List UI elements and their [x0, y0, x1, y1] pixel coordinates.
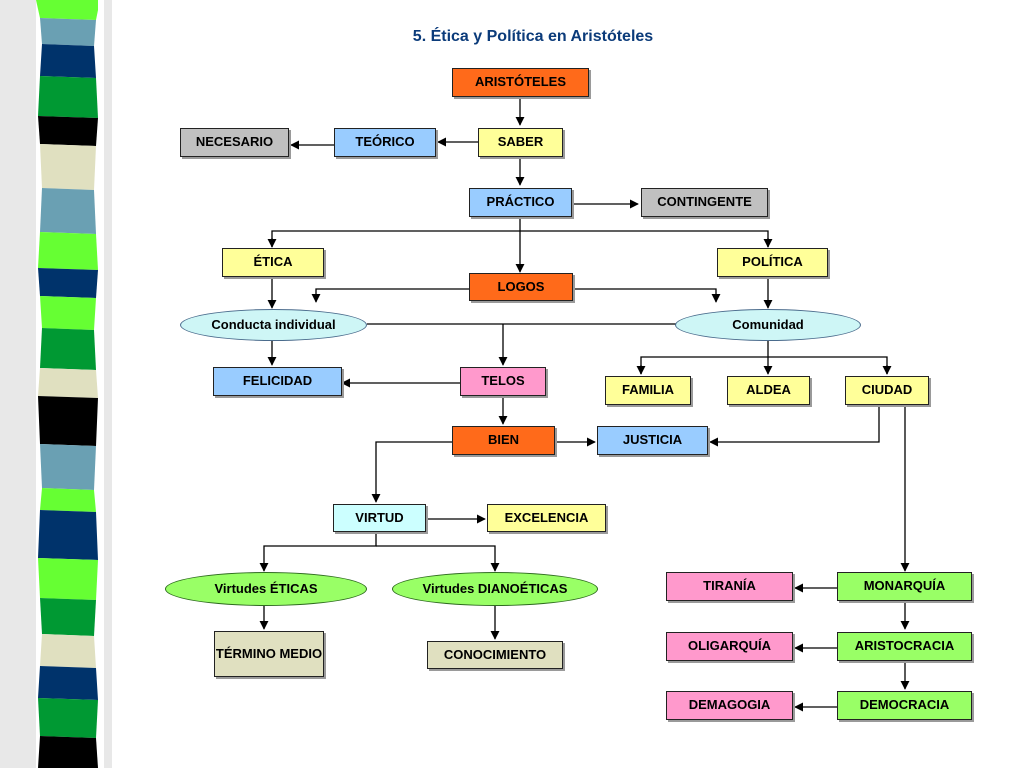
- node-monarquia: MONARQUÍA: [837, 572, 972, 601]
- node-teorico: TEÓRICO: [334, 128, 436, 157]
- node-etica: ÉTICA: [222, 248, 324, 277]
- node-conocimiento: CONOCIMIENTO: [427, 641, 563, 669]
- node-aristoteles: ARISTÓTELES: [452, 68, 589, 97]
- node-oligarquia: OLIGARQUÍA: [666, 632, 793, 661]
- sidebar-stripes: [0, 0, 120, 768]
- node-saber: SABER: [478, 128, 563, 157]
- node-bien: BIEN: [452, 426, 555, 455]
- node-felicidad: FELICIDAD: [213, 367, 342, 396]
- node-conducta-individual: Conducta individual: [180, 309, 367, 341]
- node-aristocracia: ARISTOCRACIA: [837, 632, 972, 661]
- node-comunidad: Comunidad: [675, 309, 861, 341]
- node-telos: TELOS: [460, 367, 546, 396]
- node-demagogia: DEMAGOGIA: [666, 691, 793, 720]
- node-termino-medio: TÉRMINO MEDIO: [214, 631, 324, 677]
- node-contingente: CONTINGENTE: [641, 188, 768, 217]
- node-virtudes-eticas: Virtudes ÉTICAS: [165, 572, 367, 606]
- node-politica: POLÍTICA: [717, 248, 828, 277]
- node-practico: PRÁCTICO: [469, 188, 572, 217]
- node-democracia: DEMOCRACIA: [837, 691, 972, 720]
- node-logos: LOGOS: [469, 273, 573, 301]
- node-necesario: NECESARIO: [180, 128, 289, 157]
- node-virtudes-dianoeticas: Virtudes DIANOÉTICAS: [392, 572, 598, 606]
- node-tirania: TIRANÍA: [666, 572, 793, 601]
- node-excelencia: EXCELENCIA: [487, 504, 606, 532]
- node-aldea: ALDEA: [727, 376, 810, 405]
- node-justicia: JUSTICIA: [597, 426, 708, 455]
- node-ciudad: CIUDAD: [845, 376, 929, 405]
- page-title: 5. Ética y Política en Aristóteles: [412, 28, 654, 45]
- node-familia: FAMILIA: [605, 376, 691, 405]
- node-virtud: VIRTUD: [333, 504, 426, 532]
